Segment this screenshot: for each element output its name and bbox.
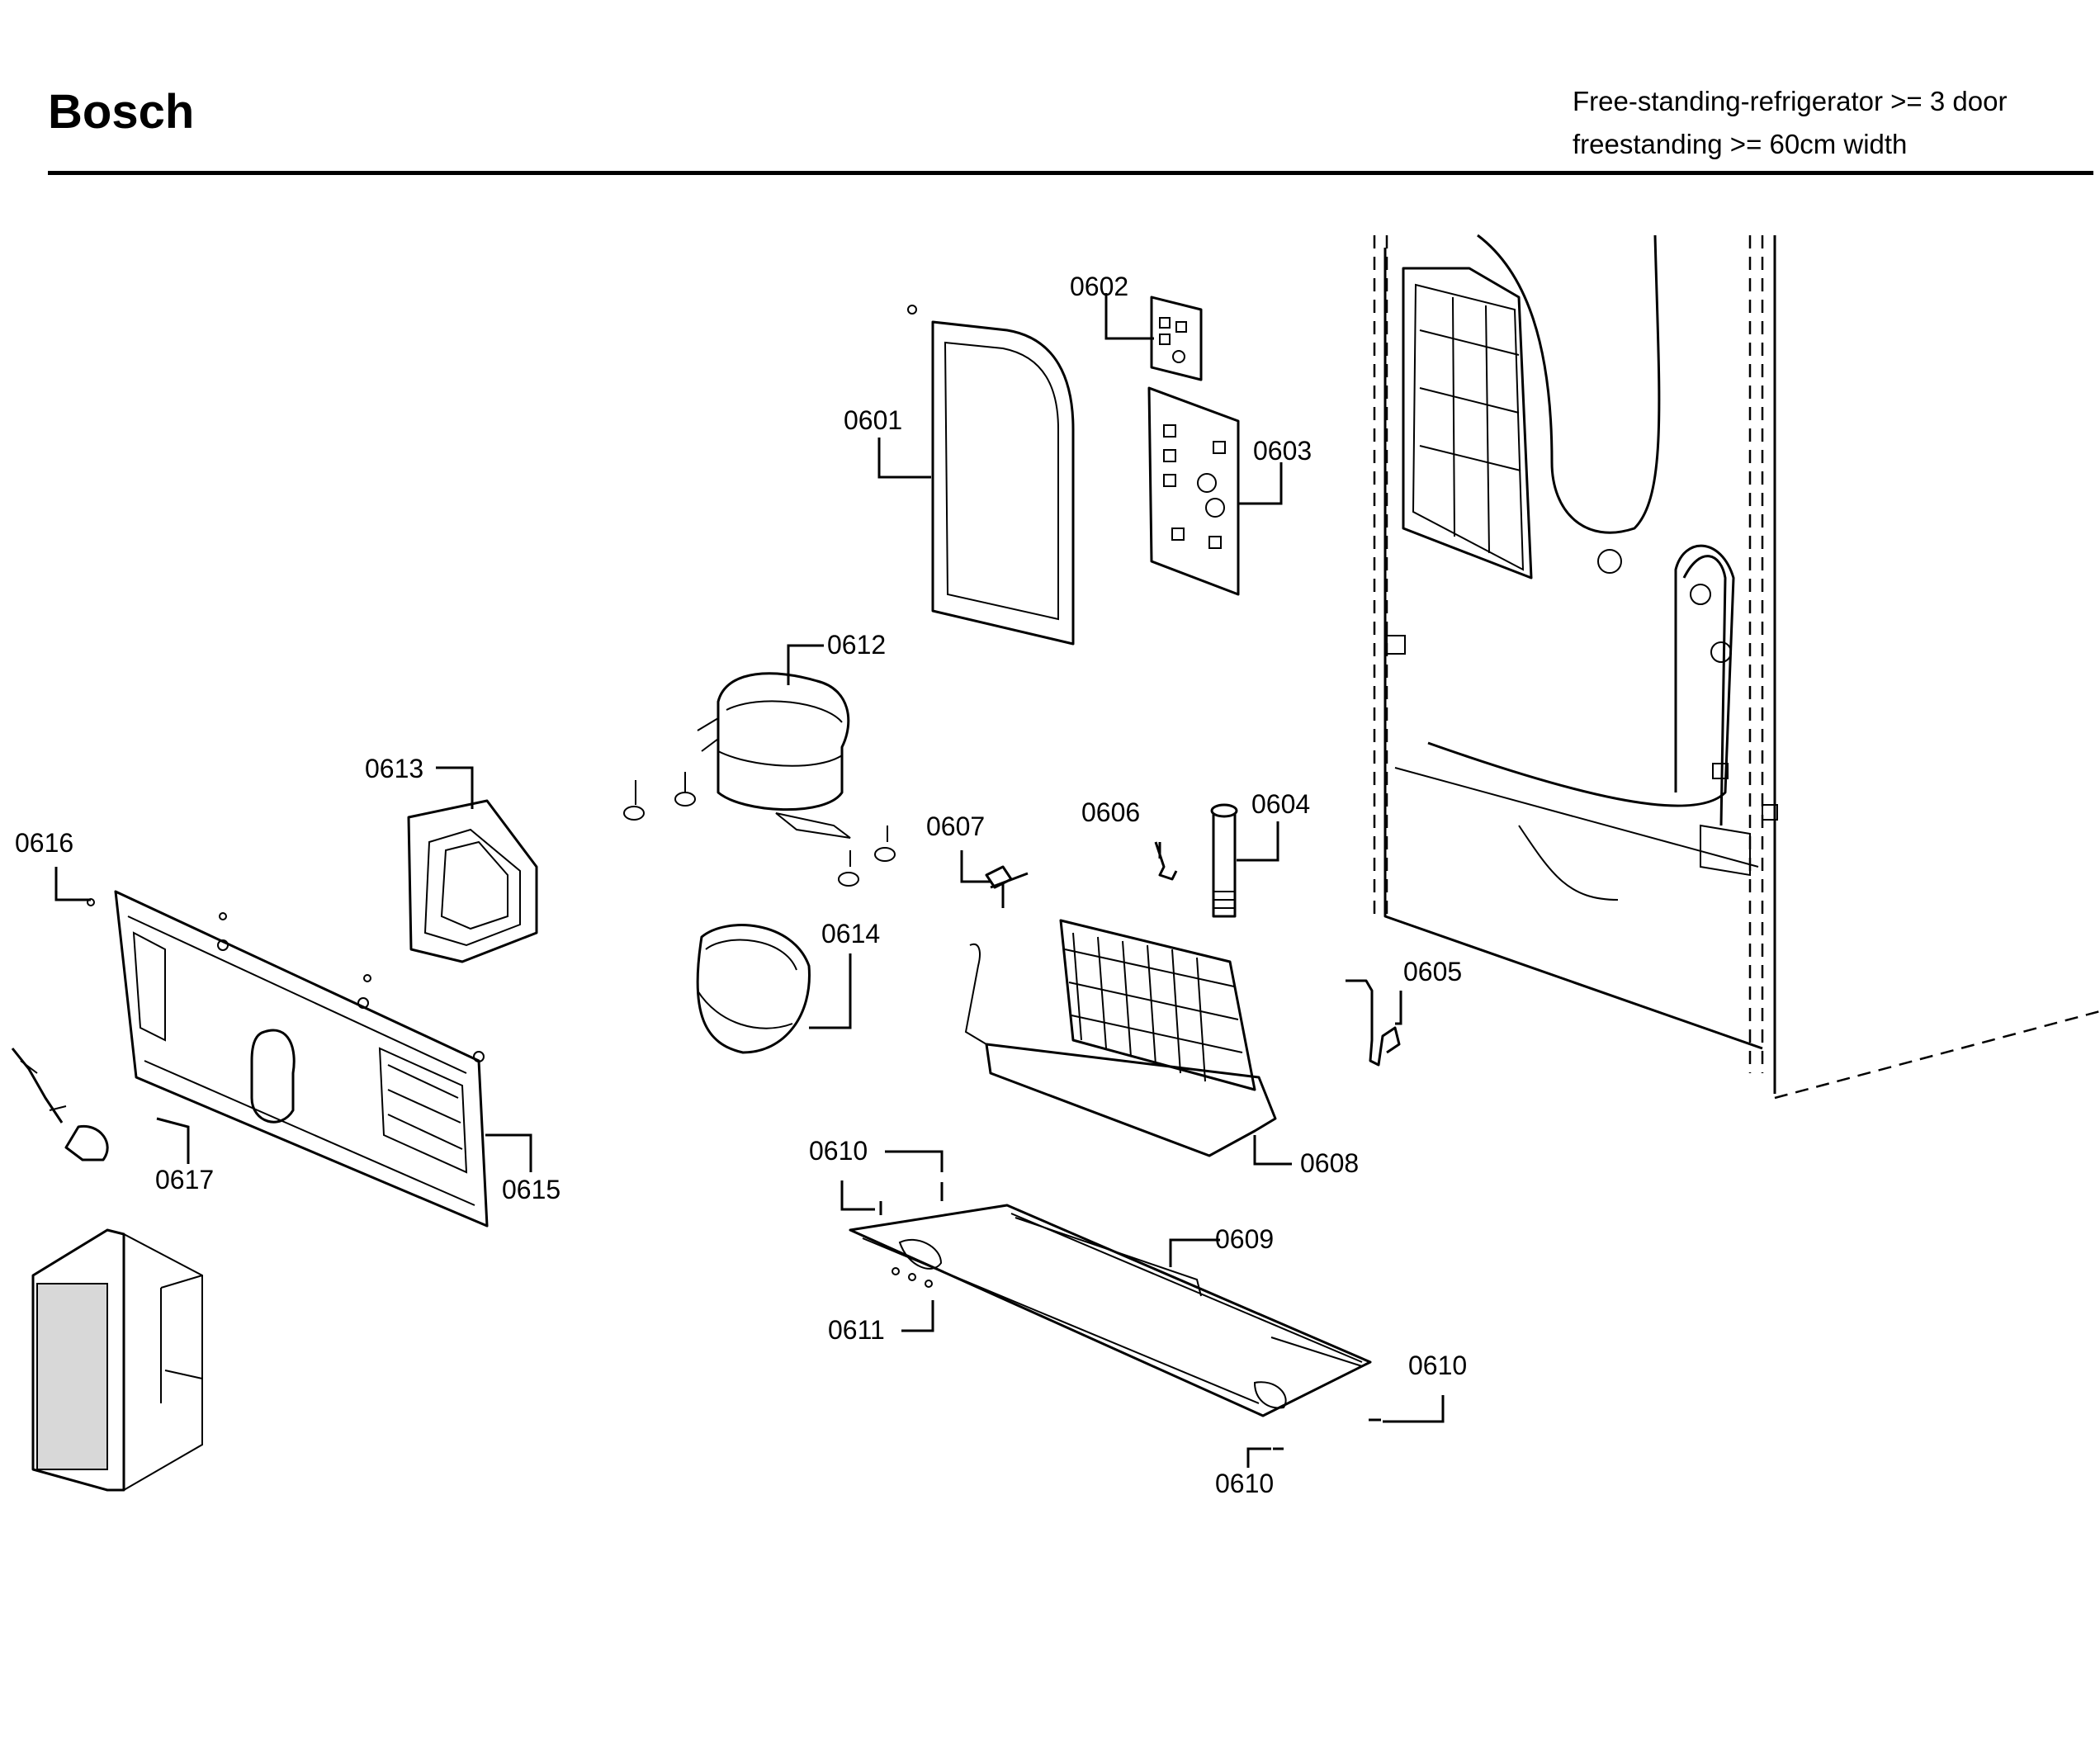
description-line-2: freestanding >= 60cm width	[1573, 129, 1908, 159]
part-0609-base-tray	[849, 1204, 1372, 1417]
appliance-description: Free-standing-refrigerator >= 3 door fre…	[1573, 80, 2007, 166]
label-0610-top: 0610	[809, 1136, 868, 1166]
part-0614-fan	[696, 924, 811, 1054]
part-0612-compressor	[623, 672, 896, 887]
label-0604: 0604	[1251, 789, 1310, 819]
label-0601: 0601	[844, 405, 902, 435]
header-rule	[48, 171, 2093, 175]
leader-lines	[54, 293, 1445, 1468]
part-0608-condenser	[964, 919, 1277, 1157]
part-0602-panel	[1150, 296, 1203, 381]
label-0607: 0607	[926, 811, 985, 841]
part-0617-power-cord	[11, 1048, 109, 1161]
label-0609: 0609	[1215, 1224, 1274, 1254]
label-0610-bottom: 0610	[1215, 1469, 1274, 1498]
brand-title: Bosch	[48, 85, 195, 139]
label-0612: 0612	[827, 630, 886, 660]
part-0605-bracket	[1346, 979, 1401, 1067]
label-0606: 0606	[1081, 797, 1140, 827]
label-0614: 0614	[821, 919, 880, 949]
part-0615-rear-panel	[114, 890, 489, 1228]
packaging-box	[31, 1228, 203, 1492]
part-0607-valve	[985, 865, 1029, 908]
label-0616: 0616	[15, 828, 73, 858]
part-0604-drain-tube	[1210, 803, 1238, 918]
part-0601-frame	[907, 305, 1075, 646]
description-line-1: Free-standing-refrigerator >= 3 door	[1573, 86, 2008, 116]
part-0613-fan-bracket	[407, 799, 538, 963]
label-0605: 0605	[1403, 957, 1462, 986]
label-0613: 0613	[365, 754, 423, 783]
part-0603-control-panel	[1147, 386, 1240, 596]
label-0608: 0608	[1300, 1148, 1359, 1178]
label-0611: 0611	[828, 1315, 885, 1345]
label-0602: 0602	[1070, 272, 1128, 301]
cabinet-back	[1373, 234, 2100, 1100]
label-0610-right: 0610	[1408, 1351, 1467, 1380]
screws	[87, 898, 1381, 1450]
part-0606-clip	[1154, 841, 1178, 881]
label-0615: 0615	[502, 1175, 560, 1204]
label-0603: 0603	[1253, 436, 1312, 466]
label-0617: 0617	[155, 1165, 214, 1195]
